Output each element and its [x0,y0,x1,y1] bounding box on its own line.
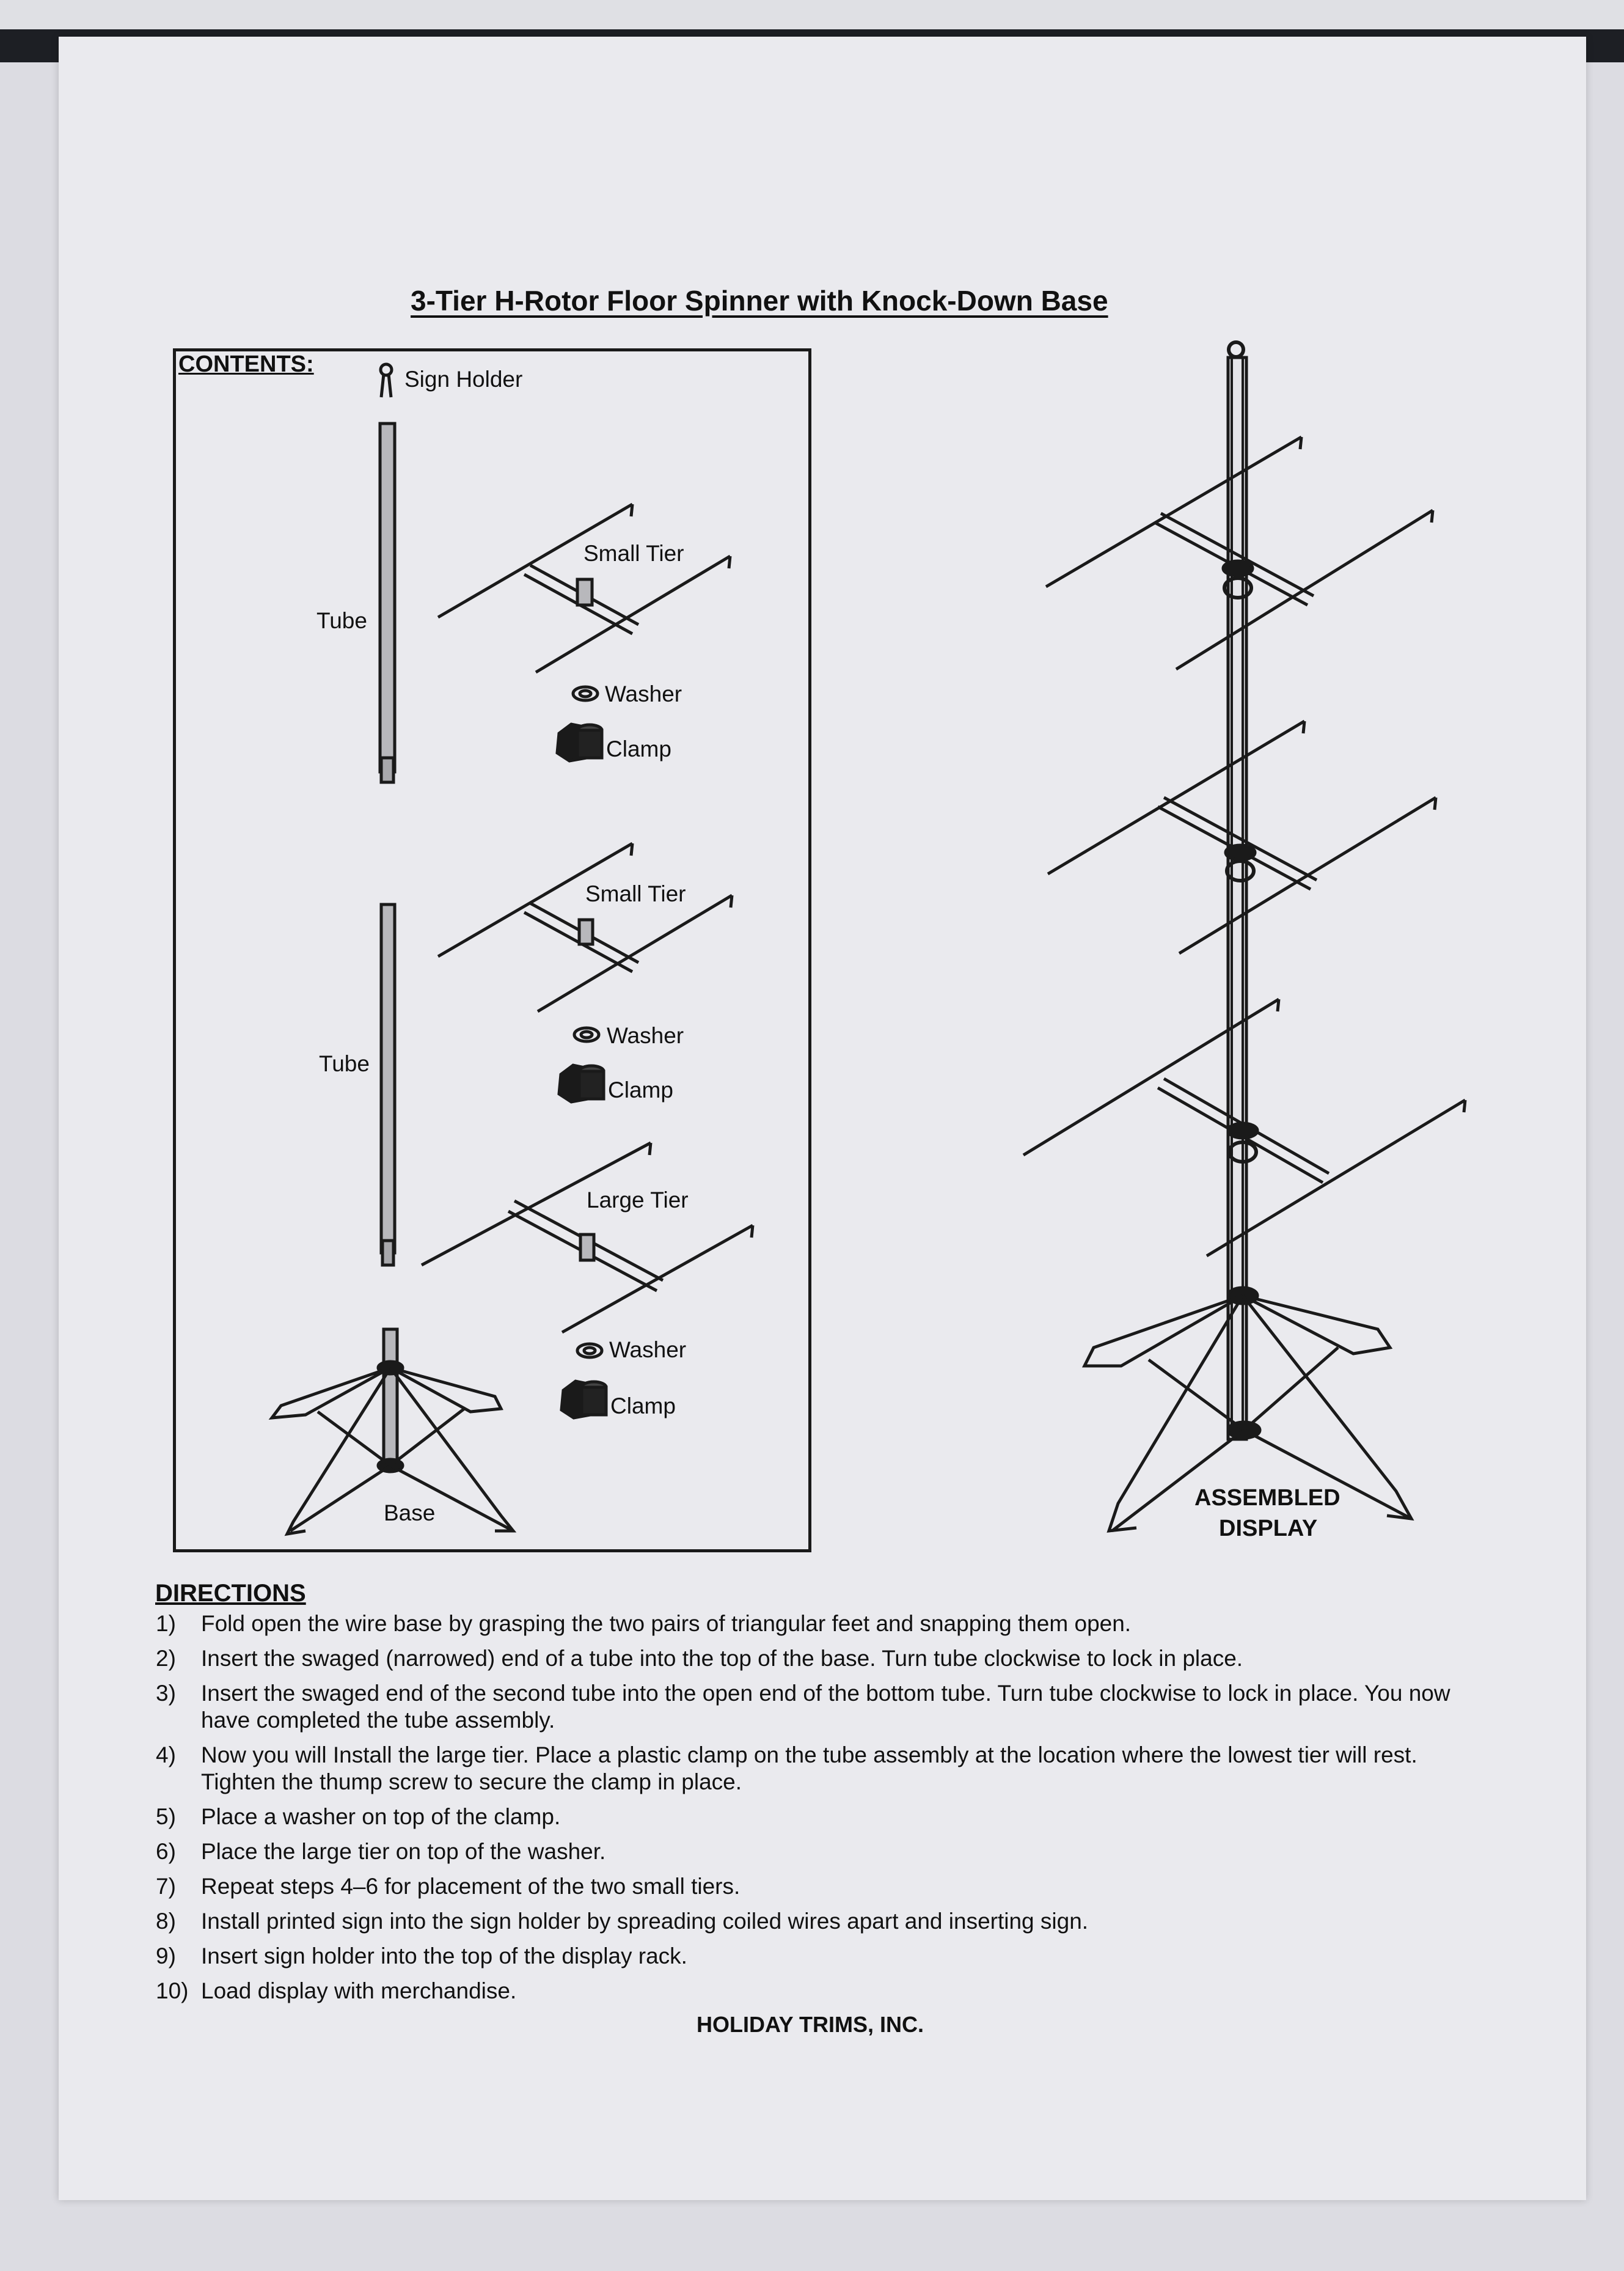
large-tier-label: Large Tier [587,1187,689,1213]
assembled-display-illustration [1022,340,1467,1533]
tube-icon [379,903,397,1267]
list-item: 8)Install printed sign into the sign hol… [156,1909,1089,1934]
washer-icon [576,1342,604,1359]
clamp-icon [555,722,604,763]
list-item: 1)Fold open the wire base by grasping th… [156,1611,1132,1636]
tube-label: Tube [319,1051,370,1076]
directions-list: 1)Fold open the wire base by grasping th… [156,1610,1488,2012]
base-icon [268,1327,517,1536]
washer-icon [572,1026,601,1043]
small-tier-icon [437,502,732,674]
company-name: HOLIDAY TRIMS, INC. [697,2012,924,2037]
tube-label: Tube [316,608,367,633]
tube-icon [378,422,397,784]
clamp-label: Clamp [606,736,671,761]
washer-label: Washer [609,1337,687,1362]
washer-label: Washer [607,1023,684,1048]
list-item: 6)Place the large tier on top of the was… [156,1839,606,1864]
sign-holder-label: Sign Holder [404,367,523,392]
page-title: 3-Tier H-Rotor Floor Spinner with Knock-… [411,285,1108,317]
clamp-icon [557,1063,605,1104]
contents-box [173,348,811,1552]
display-label: DISPLAY [1219,1516,1318,1541]
list-item: 7)Repeat steps 4–6 for placement of the … [156,1874,741,1899]
small-tier-label: Small Tier [585,881,686,906]
contents-heading: CONTENTS: [178,351,314,377]
instruction-sheet [59,37,1586,2200]
list-item: 2)Insert the swaged (narrowed) end of a … [156,1646,1243,1671]
sign-holder-icon [379,362,393,398]
list-item: 4)Now you will Install the large tier. P… [156,1742,1417,1794]
list-item: 9)Insert sign holder into the top of the… [156,1943,687,1968]
clamp-icon [560,1379,608,1420]
base-label: Base [384,1500,436,1525]
list-item: 5)Place a washer on top of the clamp. [156,1804,561,1829]
clamp-label: Clamp [610,1393,676,1418]
list-item: 3)Insert the swaged end of the second tu… [156,1681,1450,1733]
clamp-label: Clamp [608,1077,673,1102]
small-tier-icon [437,842,734,1013]
washer-label: Washer [605,681,682,706]
list-item: 10)Load display with merchandise. [156,1978,517,2003]
small-tier-label: Small Tier [583,541,684,566]
assembled-label: ASSEMBLED [1194,1485,1341,1511]
directions-heading: DIRECTIONS [155,1580,306,1607]
washer-icon [571,685,599,702]
large-tier-icon [420,1141,755,1334]
